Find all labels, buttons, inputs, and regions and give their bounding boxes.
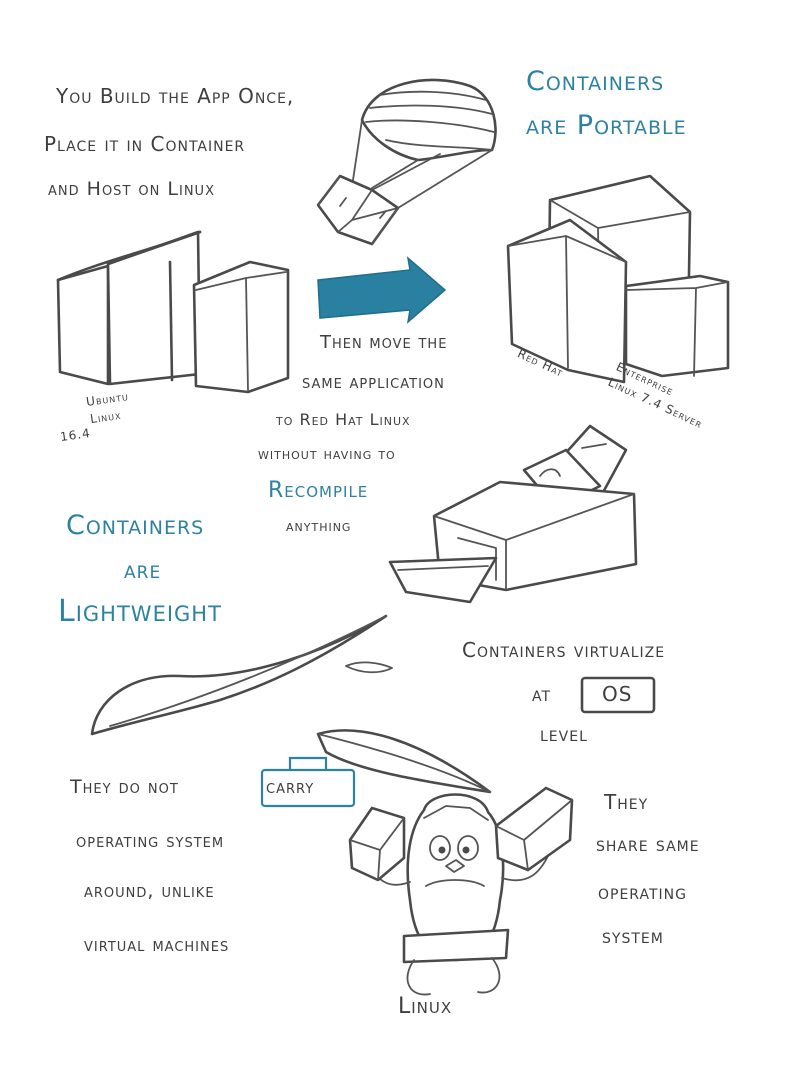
carry-briefcase-outline xyxy=(260,756,356,808)
note-share-line-1: They xyxy=(604,790,649,814)
note-carry-line-2: operating system xyxy=(76,830,225,852)
note-carry-box-word: carry xyxy=(266,776,315,798)
label-linux-penguin: Linux xyxy=(398,994,453,1019)
note-share-line-2: share same xyxy=(596,832,700,856)
note-recompile: Recompile xyxy=(268,478,369,503)
ubuntu-container-boxes xyxy=(56,230,290,394)
printer-icon xyxy=(388,424,638,604)
note-build-line-1: You Build the App Once, xyxy=(56,84,295,108)
note-build-line-3: and Host on Linux xyxy=(48,178,215,200)
note-move-line-3: to Red Hat Linux xyxy=(276,410,411,429)
note-move-line-1: Then move the xyxy=(320,332,448,353)
note-carry-prefix: They do not xyxy=(70,776,179,798)
note-virtualize-at: at xyxy=(532,682,552,706)
note-virtualize-level: level xyxy=(540,722,588,746)
note-os-box-label: OS xyxy=(602,682,633,706)
title-lightweight-line-1: Containers xyxy=(66,510,205,541)
note-share-line-4: system xyxy=(602,924,664,948)
redhat-container-boxes xyxy=(506,174,730,384)
note-anything: anything xyxy=(286,516,352,535)
title-lightweight-line-2: are xyxy=(124,556,162,584)
title-lightweight-line-3: Lightweight xyxy=(58,594,222,629)
note-move-line-4: without having to xyxy=(258,444,396,463)
feather-icon xyxy=(90,614,492,794)
title-portable-line-1: Containers xyxy=(526,66,665,97)
penguin-icon xyxy=(348,786,574,996)
note-build-line-2: Place it in Container xyxy=(44,132,246,156)
parachute-icon xyxy=(316,78,497,246)
note-move-line-2: same application xyxy=(302,372,445,393)
os-box-outline xyxy=(580,676,656,714)
arrow-right-icon xyxy=(317,256,447,324)
note-carry-line-4: virtual machines xyxy=(84,934,230,956)
note-share-line-3: operating xyxy=(598,880,687,904)
note-virtualize-line-1: Containers virtualize xyxy=(462,638,666,662)
title-portable-line-2: are Portable xyxy=(526,110,687,141)
note-carry-line-3: around, unlike xyxy=(84,880,215,902)
